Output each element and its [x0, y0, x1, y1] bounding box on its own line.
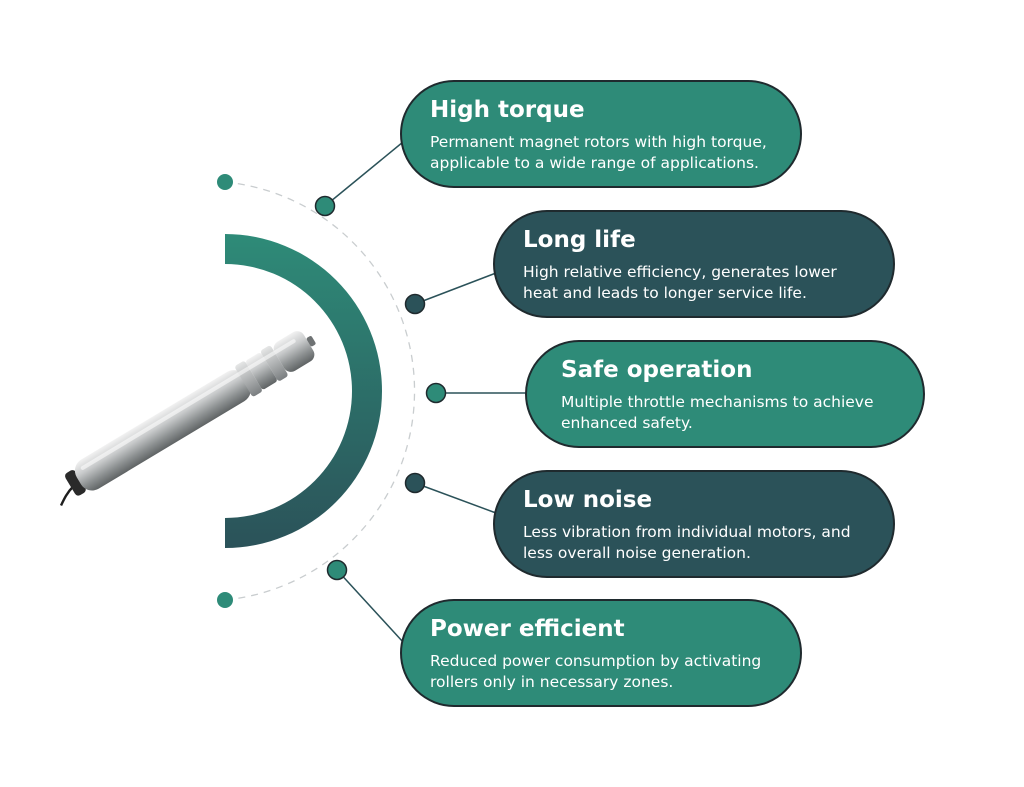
- feature-title: Safe operation: [561, 357, 753, 383]
- connector-line-1: [324, 141, 404, 207]
- feature-title: Low noise: [523, 487, 653, 513]
- feature-description: High relative efficiency, generates lowe…: [523, 263, 837, 302]
- arc-end-dot-bottom: [217, 592, 233, 608]
- dashed-arc: [224, 181, 416, 601]
- half-ring: [225, 234, 382, 548]
- feature-title: Long life: [523, 227, 636, 253]
- connector-line-4: [414, 482, 497, 514]
- connector-dot-3: [425, 382, 447, 404]
- feature-description: Reduced power consumption by activating …: [430, 652, 762, 691]
- connector-dot-5: [326, 559, 348, 581]
- feature-description: Multiple throttle mechanisms to achieve …: [561, 393, 874, 432]
- connector-dot-1: [314, 195, 336, 217]
- feature-card-high-torque: High torque Permanent magnet rotors with…: [400, 80, 802, 188]
- arc-end-dot-top: [217, 174, 233, 190]
- feature-card-long-life: Long life High relative efficiency, gene…: [493, 210, 895, 318]
- connector-line-2: [414, 272, 497, 305]
- feature-card-safe-operation: Safe operation Multiple throttle mechani…: [525, 340, 925, 448]
- connector-dot-4: [404, 472, 426, 494]
- connector-line-5: [336, 569, 404, 643]
- feature-card-low-noise: Low noise Less vibration from individual…: [493, 470, 895, 578]
- feature-description: Permanent magnet rotors with high torque…: [430, 133, 767, 172]
- feature-title: High torque: [430, 97, 585, 123]
- feature-title: Power efficient: [430, 616, 625, 642]
- feature-description: Less vibration from individual motors, a…: [523, 523, 851, 562]
- roller-motor-image: [59, 331, 316, 506]
- feature-card-power-efficient: Power efficient Reduced power consumptio…: [400, 599, 802, 707]
- connector-dot-2: [404, 293, 426, 315]
